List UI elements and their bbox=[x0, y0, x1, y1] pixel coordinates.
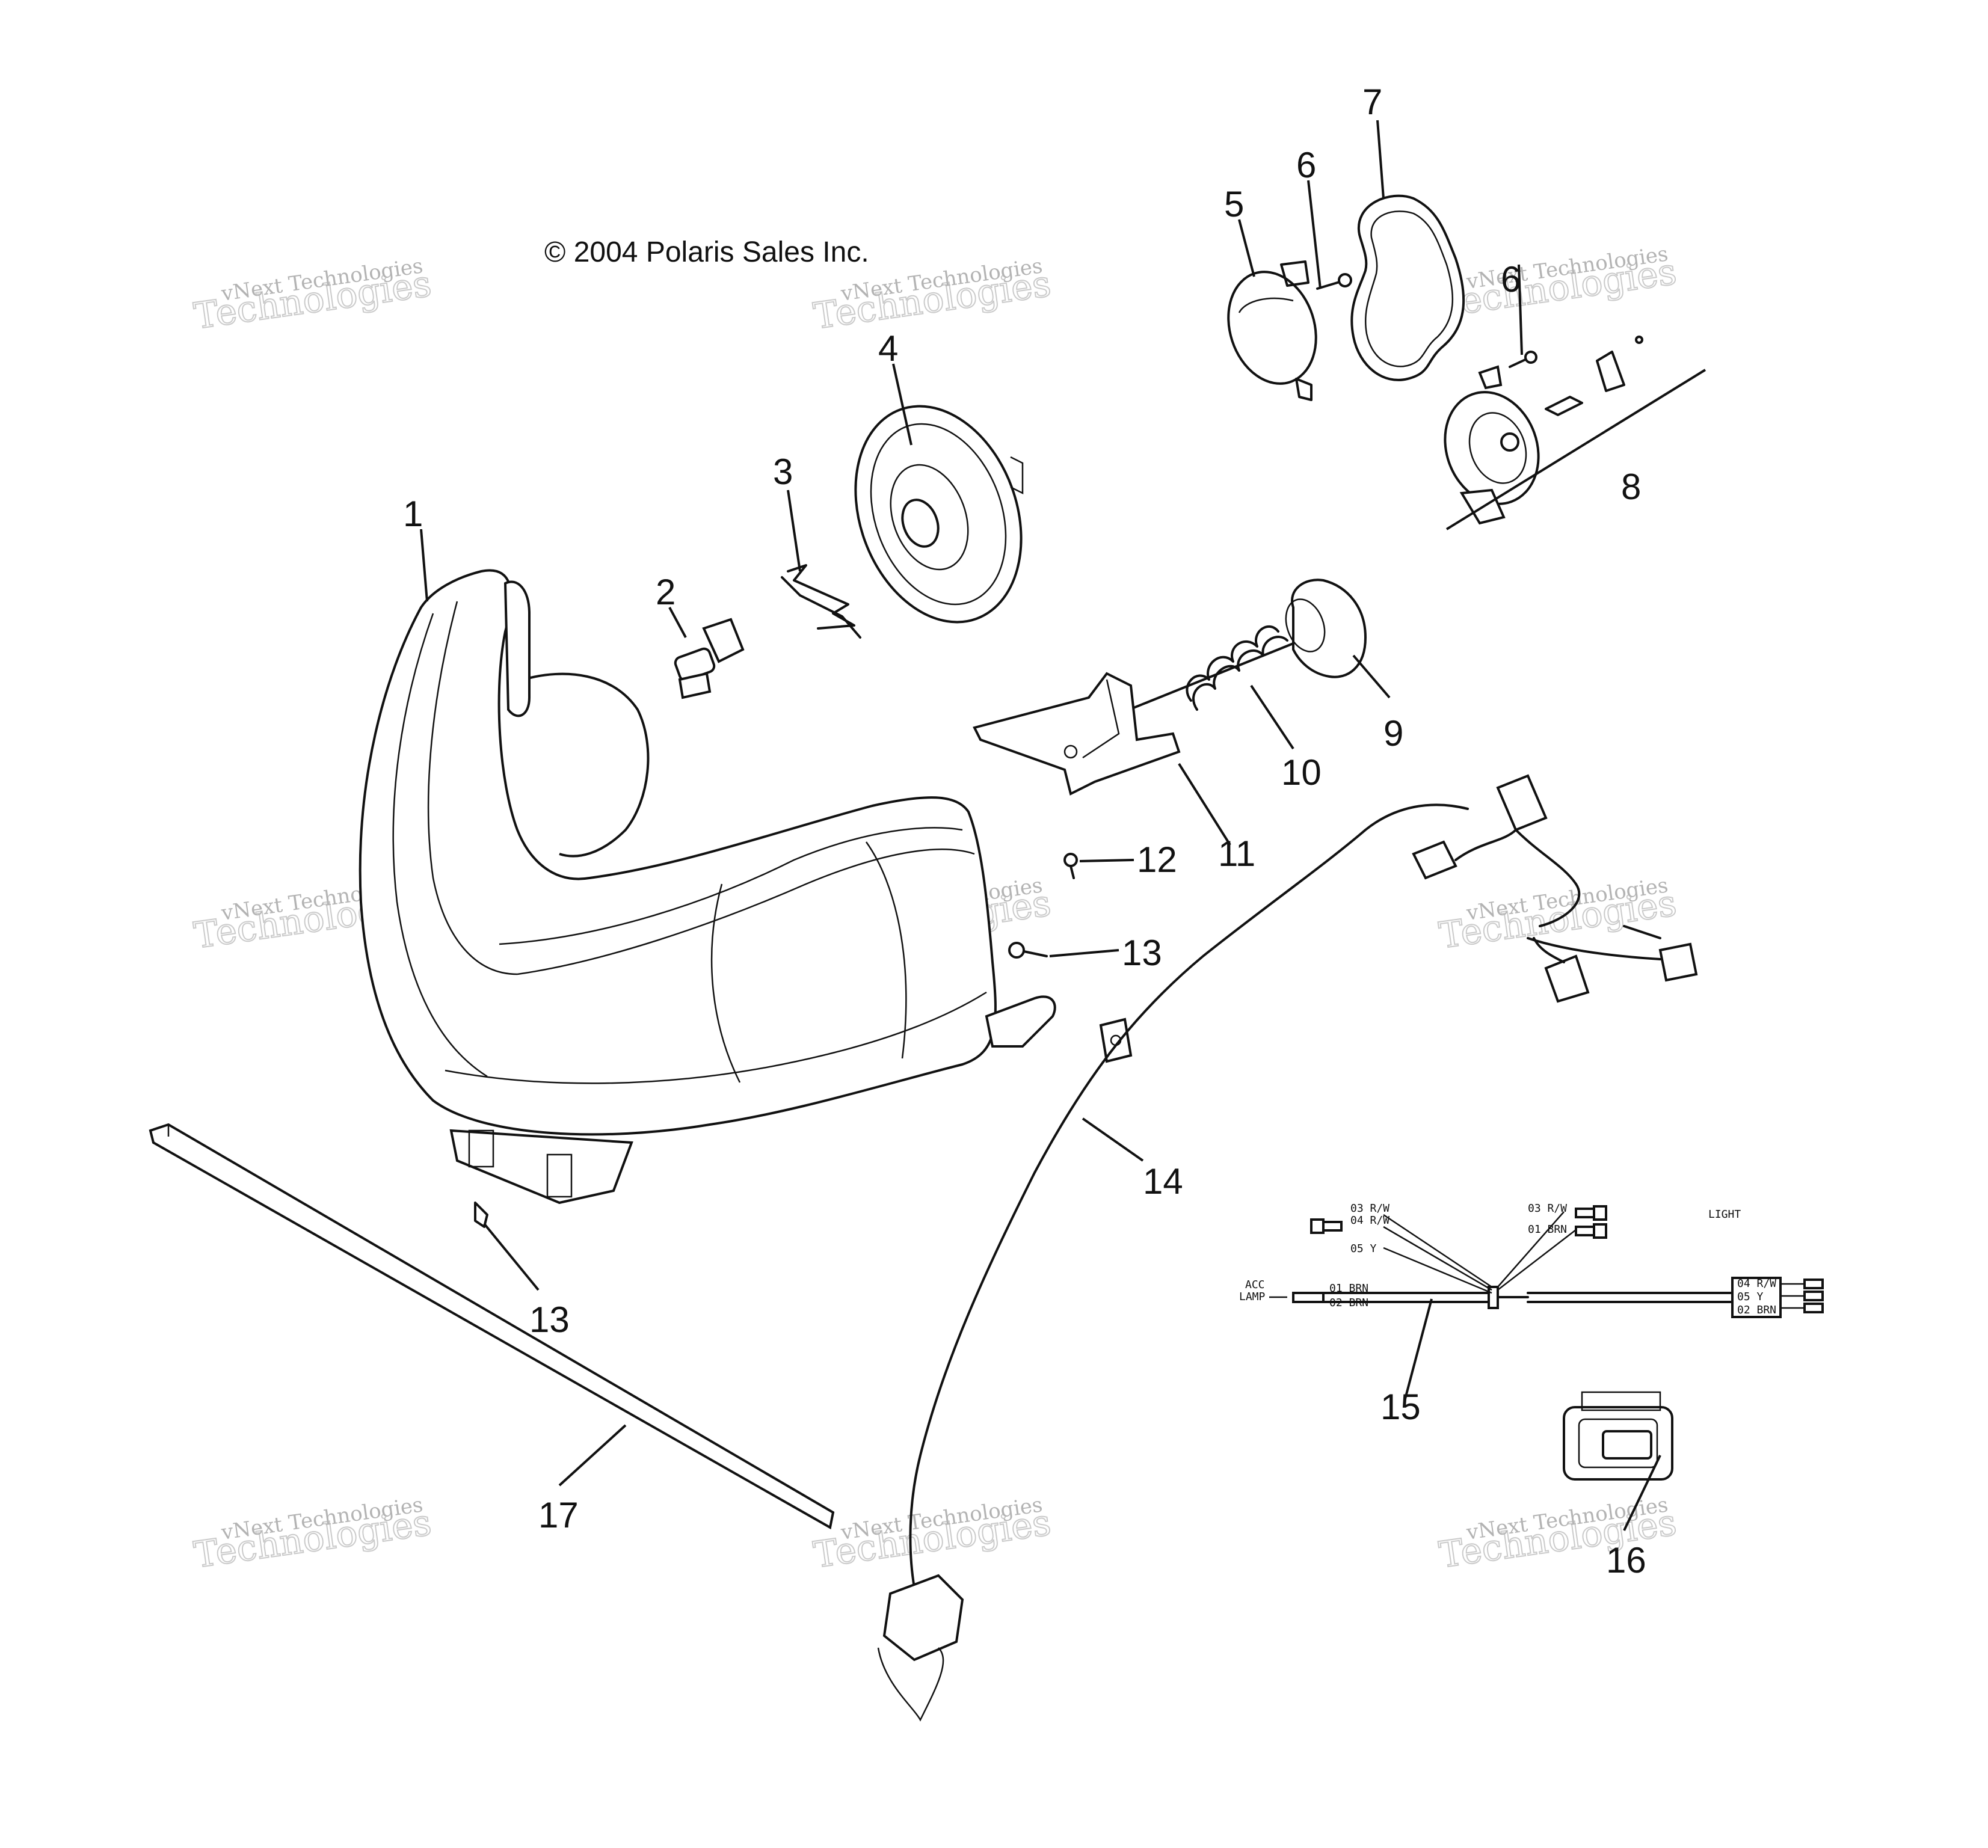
wire-label-05y-left: 05 Y bbox=[1350, 1242, 1377, 1255]
callout-12: 12 bbox=[1137, 840, 1177, 880]
rocker-switch bbox=[1563, 1391, 1673, 1481]
watermark-3: vNext Technologies Technologies bbox=[1436, 242, 1679, 326]
callout-17: 17 bbox=[538, 1495, 579, 1535]
wire-label-acc: ACC bbox=[1245, 1279, 1265, 1291]
callout-14: 14 bbox=[1143, 1161, 1183, 1202]
callout-11: 11 bbox=[1218, 833, 1255, 874]
headlight-housing bbox=[359, 569, 1056, 1205]
watermark-1: vNext Technologies Technologies bbox=[191, 254, 434, 338]
callout-1: 1 bbox=[403, 494, 423, 534]
watermark-6: vNext Technologies Technologies bbox=[1436, 873, 1679, 957]
callout-5: 5 bbox=[1224, 184, 1244, 224]
clip-13-lower bbox=[474, 1202, 488, 1228]
wire-label-04rw-left: 04 R/W bbox=[1350, 1214, 1389, 1227]
lamp-lens bbox=[1227, 260, 1317, 401]
wire-label-02brn-left: 02 BRN bbox=[1329, 1297, 1368, 1309]
watermark-7: vNext Technologies Technologies bbox=[191, 1493, 434, 1577]
wire-label-lamp: LAMP bbox=[1239, 1291, 1266, 1303]
callout-13a: 13 bbox=[1122, 933, 1162, 973]
foam-strip bbox=[149, 1123, 835, 1530]
screw-lower bbox=[1509, 351, 1537, 368]
watermark-8: vNext Technologies Technologies bbox=[810, 1493, 1054, 1577]
wire-label-01brn-left: 01 BRN bbox=[1329, 1282, 1368, 1295]
speed-nut bbox=[1099, 1018, 1133, 1063]
callout-6a: 6 bbox=[1296, 145, 1316, 185]
callout-4: 4 bbox=[878, 328, 898, 369]
adjuster-spring bbox=[1106, 625, 1294, 720]
copyright-text: © 2004 Polaris Sales Inc. bbox=[544, 236, 869, 268]
accessory-lamp-assembly bbox=[1444, 336, 1706, 530]
spring-clip bbox=[781, 564, 861, 639]
callout-10: 10 bbox=[1281, 752, 1322, 793]
bulb bbox=[674, 618, 745, 699]
sub-harness: 03 R/W 04 R/W 05 Y 01 BRN 02 BRN ACC LAM… bbox=[1239, 1202, 1824, 1318]
wiring-harness bbox=[877, 774, 1698, 1722]
wire-label-01brn-right: 01 BRN bbox=[1528, 1223, 1567, 1236]
callout-13b: 13 bbox=[529, 1300, 570, 1340]
adjuster-bracket bbox=[973, 672, 1181, 796]
wire-label-04rw-box: 04 R/W bbox=[1737, 1277, 1776, 1290]
wire-label-02brn-box: 02 BRN bbox=[1737, 1304, 1776, 1316]
gasket bbox=[1350, 194, 1465, 381]
screw-12 bbox=[1063, 853, 1078, 879]
adjuster-knob bbox=[1285, 579, 1367, 678]
reflector bbox=[854, 405, 1024, 624]
screw-upper bbox=[1316, 273, 1352, 290]
wire-label-05y-box: 05 Y bbox=[1737, 1291, 1764, 1303]
callout-3: 3 bbox=[773, 452, 793, 492]
callout-8: 8 bbox=[1621, 467, 1641, 507]
callout-16: 16 bbox=[1606, 1540, 1646, 1580]
callout-9: 9 bbox=[1383, 713, 1403, 754]
callout-6b: 6 bbox=[1501, 259, 1521, 299]
callout-2: 2 bbox=[656, 572, 675, 612]
callout-7: 7 bbox=[1362, 82, 1382, 122]
leader-lines bbox=[420, 120, 1661, 1531]
screw-13-upper bbox=[1008, 942, 1048, 959]
callout-15: 15 bbox=[1380, 1387, 1421, 1427]
wire-label-03rw-right: 03 R/W bbox=[1528, 1202, 1567, 1215]
wire-label-03rw-left: 03 R/W bbox=[1350, 1202, 1389, 1215]
wire-label-light: LIGHT bbox=[1708, 1208, 1741, 1221]
callout-numbers: 1 2 3 4 5 6 6 7 8 9 10 11 12 13 13 14 15… bbox=[403, 82, 1646, 1580]
